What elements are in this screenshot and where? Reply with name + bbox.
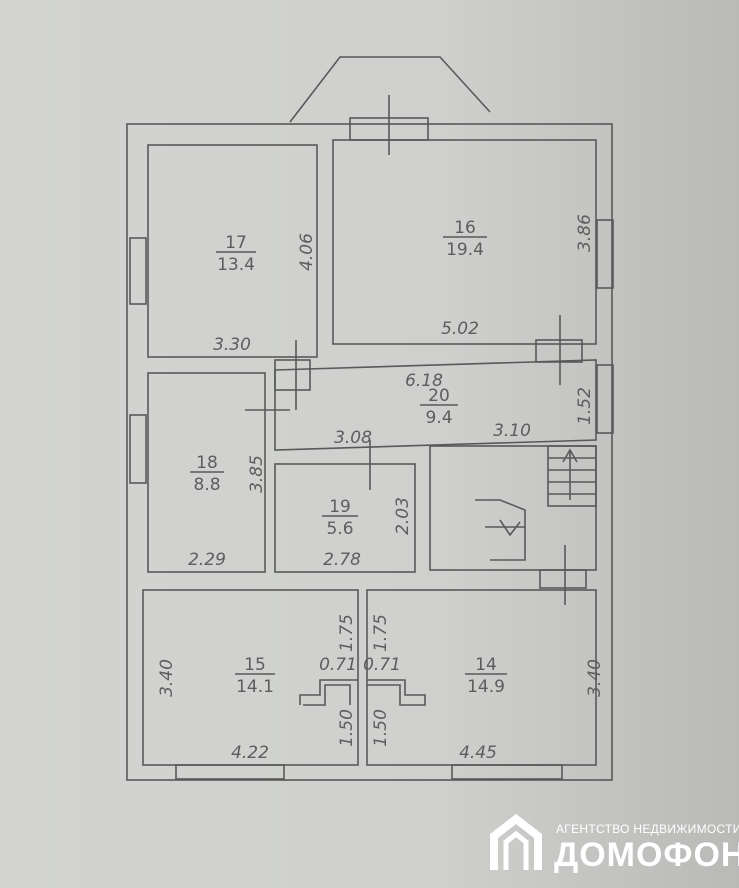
dim-r16-w: 5.02: [441, 319, 479, 339]
logo-subtitle: АГЕНТСТВО НЕДВИЖИМОСТИ: [556, 822, 739, 836]
room-16-outline: [332, 139, 597, 345]
dim-r17-w: 3.30: [213, 335, 251, 355]
logo-name: ДОМОФОН: [554, 836, 739, 874]
room-labels: 17 13.4 16 19.4 20 9.4 18 8.8 19 5.6 15 …: [190, 218, 507, 697]
room-19-outline: [274, 463, 416, 573]
stair-room-outline: [429, 445, 597, 571]
dim-r14-b: 0.71: [363, 655, 401, 675]
dim-r14-c: 1.50: [371, 709, 391, 747]
stairs: [299, 445, 597, 706]
dim-r15-w: 4.22: [231, 743, 269, 763]
dim-r15-a: 1.75: [337, 614, 357, 652]
room-15-area: 14.1: [236, 677, 274, 697]
dim-r19-w: 2.78: [323, 550, 361, 570]
room-14-number: 14: [475, 655, 497, 675]
room-17-area: 13.4: [217, 255, 255, 275]
dim-r14-a: 1.75: [371, 614, 391, 652]
dim-r15-c: 1.50: [337, 709, 357, 747]
room-17-outline: [147, 144, 318, 358]
dim-r20-top: 6.18: [405, 371, 443, 391]
room-19-number: 19: [329, 497, 351, 517]
windows: [129, 95, 614, 780]
dim-r17-h: 4.06: [297, 233, 317, 271]
outer-wall: [126, 123, 613, 781]
room-20-number: 20: [428, 386, 450, 406]
room-18-number: 18: [196, 453, 218, 473]
room-20-area: 9.4: [425, 408, 452, 428]
dim-r20-w2: 3.10: [493, 421, 531, 441]
dim-r20-w1: 3.08: [334, 428, 372, 448]
dim-r14-h: 3.40: [585, 659, 605, 697]
room-20-outline: [274, 359, 597, 451]
room-16-number: 16: [454, 218, 476, 238]
dimensions: 4.06 3.30 3.86 5.02 6.18 1.52 3.08 3.10 …: [157, 214, 605, 763]
room-14-area: 14.9: [467, 677, 505, 697]
dim-r19-h: 2.03: [393, 497, 413, 535]
dim-r14-w: 4.45: [459, 743, 497, 763]
dim-r18-h: 3.85: [247, 455, 267, 493]
room-19-area: 5.6: [326, 519, 353, 539]
dim-r15-h: 3.40: [157, 659, 177, 697]
dim-r16-h: 3.86: [575, 214, 595, 252]
room-16-area: 19.4: [446, 240, 484, 260]
room-17-number: 17: [225, 233, 247, 253]
room-18-area: 8.8: [193, 475, 220, 495]
room-18-outline: [147, 372, 266, 573]
house-logo-icon: [490, 814, 542, 870]
room-15-number: 15: [244, 655, 266, 675]
dim-r18-w: 2.29: [188, 550, 226, 570]
dim-r15-b: 0.71: [319, 655, 357, 675]
dim-r20-h: 1.52: [575, 387, 595, 425]
